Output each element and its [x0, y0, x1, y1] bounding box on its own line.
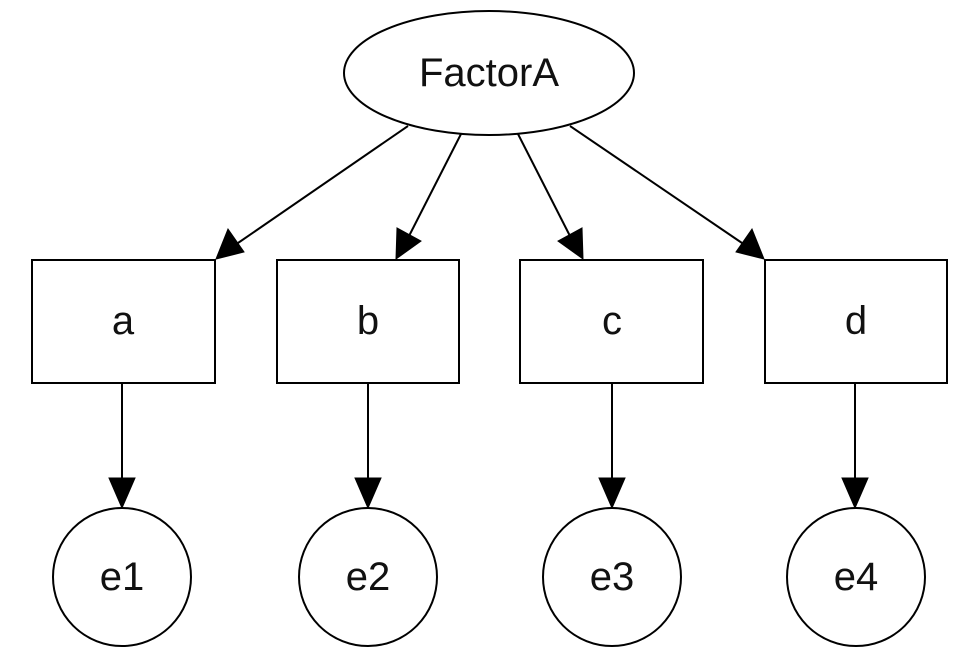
node-e4-label: e4: [834, 555, 879, 599]
edge-b-e2: [354, 383, 382, 510]
node-factor-a: FactorA: [343, 10, 635, 136]
edge-c-e3: [598, 383, 626, 510]
node-d: d: [764, 259, 948, 384]
edge-factor-c: [517, 133, 584, 260]
node-b: b: [276, 259, 460, 384]
node-e1: e1: [52, 507, 192, 647]
node-a: a: [31, 259, 216, 384]
node-b-label: b: [357, 299, 379, 343]
edge-factor-a: [215, 125, 409, 260]
edge-d-e4: [841, 383, 869, 510]
edge-factor-b: [395, 133, 462, 260]
edge-a-e1: [108, 383, 136, 510]
node-e4: e4: [786, 507, 926, 647]
node-e2-label: e2: [346, 555, 391, 599]
node-c: c: [519, 259, 704, 384]
node-a-label: a: [112, 299, 135, 343]
node-e1-label: e1: [100, 555, 145, 599]
node-d-label: d: [845, 299, 867, 343]
node-e2: e2: [298, 507, 438, 647]
node-factor-a-label: FactorA: [419, 51, 559, 95]
edge-factor-d: [569, 125, 765, 260]
node-e3-label: e3: [590, 555, 635, 599]
node-e3: e3: [542, 507, 682, 647]
node-c-label: c: [602, 299, 622, 343]
